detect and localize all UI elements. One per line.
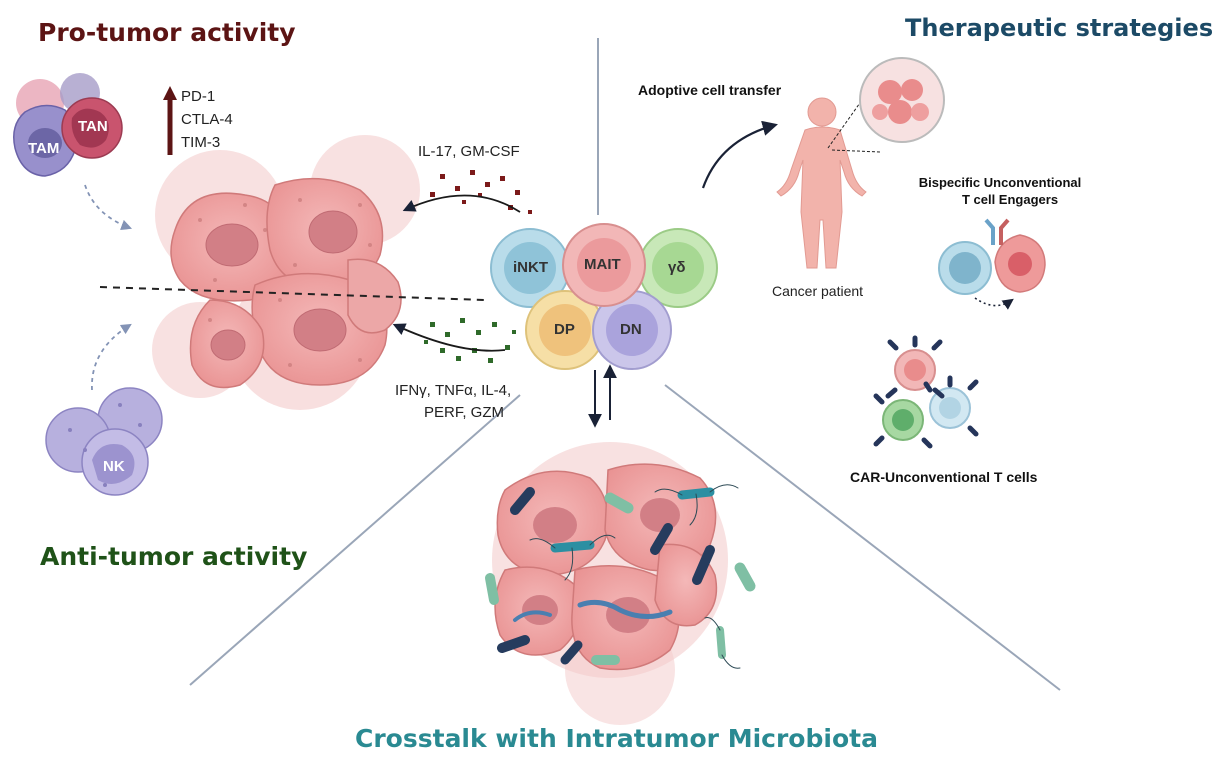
car-t-cell-icon — [873, 335, 979, 449]
pro-cytokine-arrow — [402, 194, 521, 213]
pro-tumor-heading: Pro-tumor activity — [38, 18, 296, 47]
pro-cytokine-particles — [430, 170, 532, 214]
cancer-patient-label: Cancer patient — [772, 283, 864, 299]
nk-to-tumor-arrow — [91, 323, 132, 391]
pro-cytokine-label: IL-17, GM-CSF — [418, 143, 520, 160]
human-body-icon — [776, 97, 867, 269]
crosstalk-heading: Crosstalk with Intratumor Microbiota — [355, 724, 878, 753]
magnified-cells-icon — [827, 57, 945, 153]
bispecific-engager-icon — [938, 218, 1046, 310]
dp-label: DP — [554, 321, 575, 338]
nk-cell-icon — [45, 387, 163, 496]
checkpoint-pd1: PD-1 — [181, 88, 216, 105]
anti-cytokine-label-line2: PERF, GZM — [424, 404, 505, 421]
unconventional-t-cells — [490, 223, 718, 370]
anti-cytokine-label-line1: IFNγ, TNFα, IL-4, — [395, 382, 512, 399]
car-t-label: CAR-Unconventional T cells — [850, 469, 1038, 485]
tan-label: TAN — [78, 118, 108, 135]
checkpoint-ctla4: CTLA-4 — [181, 111, 233, 128]
bacteria-icon — [485, 484, 756, 669]
bispecific-label-line2: T cell Engagers — [961, 192, 1059, 207]
therapeutic-heading: Therapeutic strategies — [905, 14, 1214, 42]
checkpoint-tim3: TIM-3 — [181, 134, 221, 151]
microbiota-tumor-icon — [492, 442, 728, 725]
bispecific-label-line1: Bispecific Unconventional — [918, 175, 1082, 190]
anti-cytokine-particles — [424, 318, 516, 363]
anti-cytokine-arrow — [392, 323, 506, 352]
adoptive-transfer-arrow — [701, 120, 778, 189]
inkt-label: iNKT — [513, 259, 548, 276]
gd-label: γδ — [668, 259, 686, 276]
tam-to-tumor-arrow — [84, 184, 133, 231]
tam-cell-icon — [13, 73, 100, 177]
nk-label: NK — [103, 458, 125, 475]
dn-label: DN — [620, 321, 642, 338]
adoptive-transfer-label: Adoptive cell transfer — [638, 82, 782, 98]
tan-cell-icon — [61, 97, 123, 159]
tam-label: TAM — [28, 140, 60, 157]
tumor-cluster-icon — [152, 135, 420, 410]
anti-tumor-heading: Anti-tumor activity — [40, 542, 308, 571]
section-dividers — [189, 38, 1061, 691]
mait-label: MAIT — [584, 256, 621, 273]
